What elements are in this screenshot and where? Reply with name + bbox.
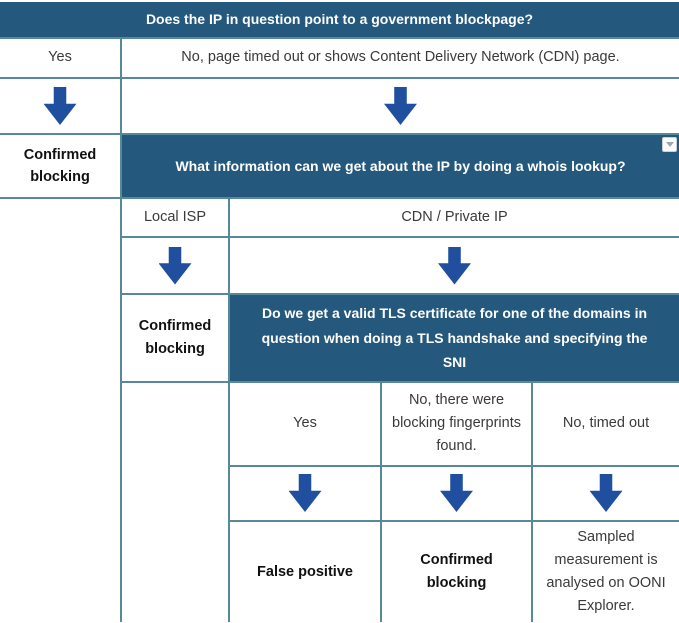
question-tls-certificate: Do we get a valid TLS certificate for on… [227,293,679,383]
arrow-cell [121,236,230,295]
outcome-confirmed-blocking-2: Confirmed blocking [121,293,230,383]
arrow-cell [229,464,382,522]
down-arrow-icon [288,474,322,512]
down-arrow-icon [440,474,473,512]
arrow-cell [0,77,122,135]
down-arrow-icon [438,246,471,285]
outcome-confirmed-blocking-3: Confirmed blocking [380,519,533,623]
question-whois-text: What information can we get about the IP… [175,157,626,174]
outcome-confirmed-blocking-1: Confirmed blocking [0,133,122,199]
answer-no-cdn: No, page timed out or shows Content Deli… [119,37,679,79]
down-arrow-icon [43,87,77,125]
answer-cdn-private-ip: CDN / Private IP [227,197,679,238]
down-arrow-icon [158,246,192,285]
arrow-cell [530,464,679,522]
outcome-sampled-measurement: Sampled measurement is analysed on OONI … [530,519,679,623]
arrow-cell [380,464,533,522]
down-arrow-icon [384,87,417,125]
answer-local-isp: Local ISP [120,197,230,238]
dropdown-arrow-icon [665,142,674,147]
arrow-cell [227,236,679,295]
down-arrow-icon [589,474,623,512]
answer-blocking-fingerprints: No, there were blocking fingerprints fou… [380,380,533,467]
answer-tls-yes: Yes [228,380,382,467]
filter-dropdown-button[interactable] [662,137,678,152]
answer-yes: Yes [0,37,122,79]
question-government-blockpage: Does the IP in question point to a gover… [0,2,679,39]
outcome-false-positive: False positive [229,519,382,623]
answer-timed-out: No, timed out [530,380,679,467]
empty-spacer-cell-left [0,196,122,623]
arrow-cell [119,77,679,135]
question-whois-lookup: What information can we get about the IP… [119,133,679,199]
empty-spacer-cell-mid [121,380,230,623]
